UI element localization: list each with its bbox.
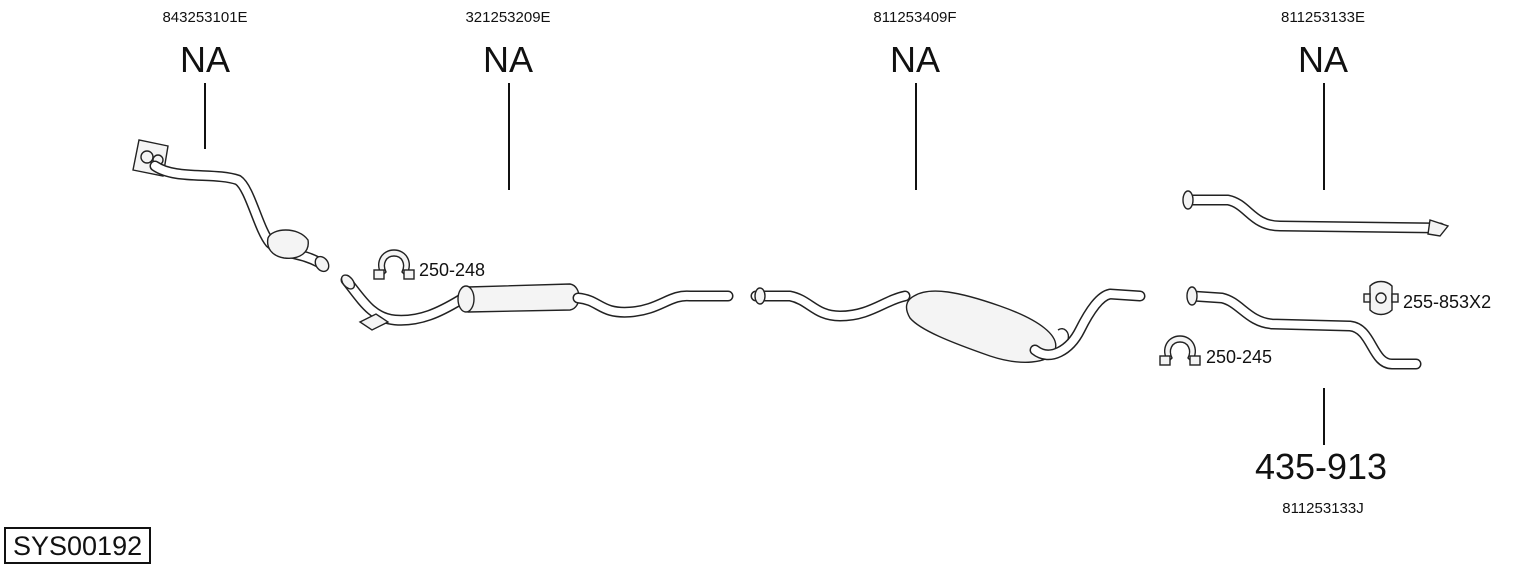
accessory-label-clamp-2[interactable]: 250-245 xyxy=(1206,347,1273,367)
tail-pipe-lower-drawing[interactable] xyxy=(1186,286,1422,370)
middle-pipe-flange xyxy=(358,313,390,331)
tail-pipe-upper-tip xyxy=(1427,219,1450,237)
leader-line-front-pipe xyxy=(204,83,206,149)
part-code-middle-pipe[interactable]: NA xyxy=(482,39,534,80)
part-code-tail-pipe-upper[interactable]: NA xyxy=(1297,39,1349,80)
middle-pipe-inlet xyxy=(340,274,356,290)
tail-pipe-upper-inlet xyxy=(1182,190,1194,210)
oe-number-tail-pipe-lower: 811253133J xyxy=(1282,500,1364,517)
rear-silencer-hanger-hook xyxy=(1057,328,1070,341)
middle-silencer-body xyxy=(458,283,580,313)
rear-silencer-body xyxy=(905,290,1057,363)
pipe-clamp-icon[interactable] xyxy=(1159,335,1201,366)
oe-number-tail-pipe-upper: 811253133E xyxy=(1281,9,1365,26)
accessory-label-clamp-1[interactable]: 250-248 xyxy=(419,260,486,280)
oe-number-front-pipe: 843253101E xyxy=(162,9,248,26)
accessory-label-hanger[interactable]: 255-853X2 xyxy=(1403,292,1492,312)
rear-silencer-drawing[interactable] xyxy=(750,287,1146,363)
leader-line-tail-pipe-lower xyxy=(1323,388,1325,445)
oe-number-rear-silencer: 811253409F xyxy=(873,9,957,26)
part-code-rear-silencer[interactable]: NA xyxy=(889,39,941,80)
oe-number-middle-pipe: 321253209E xyxy=(465,9,551,26)
system-id-box: SYS00192 xyxy=(4,527,152,564)
leader-line-tail-pipe-upper xyxy=(1323,83,1325,190)
flange-hole-icon xyxy=(140,150,154,164)
front-pipe-outlet xyxy=(314,255,330,273)
pipe-clamp-icon[interactable] xyxy=(373,249,415,280)
part-code-tail-pipe-lower[interactable]: 435-913 xyxy=(1254,446,1388,487)
front-pipe-drawing[interactable] xyxy=(132,139,332,274)
middle-pipe-drawing[interactable] xyxy=(339,273,734,331)
part-code-front-pipe[interactable]: NA xyxy=(179,39,231,80)
tail-pipe-lower-inlet xyxy=(1186,286,1198,306)
front-pipe-joint xyxy=(266,229,309,259)
leader-line-rear-silencer xyxy=(915,83,917,190)
middle-silencer-end xyxy=(457,285,475,313)
tail-pipe-upper-drawing[interactable] xyxy=(1182,190,1450,237)
leader-line-middle-pipe xyxy=(508,83,510,190)
rubber-hanger-icon[interactable] xyxy=(1363,280,1399,316)
rear-silencer-inlet xyxy=(754,287,766,305)
